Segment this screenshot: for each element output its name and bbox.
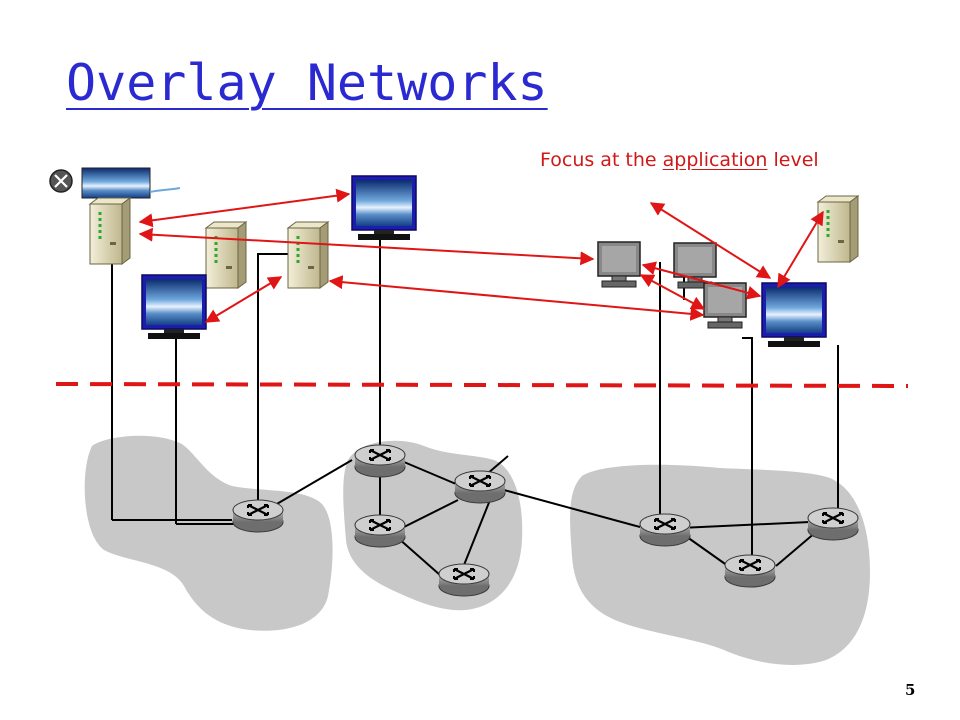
router-icon bbox=[638, 512, 692, 548]
overlay-arrow bbox=[138, 227, 595, 266]
dashed-boundary-line bbox=[55, 382, 909, 388]
overlay-arrow bbox=[328, 275, 705, 321]
router-icon bbox=[353, 443, 407, 479]
desktop-pc-icon bbox=[597, 241, 641, 288]
monitor-icon bbox=[761, 282, 827, 348]
page-number: 5 bbox=[905, 681, 916, 699]
router-icon bbox=[437, 562, 491, 598]
router-icon bbox=[453, 469, 507, 505]
overlay-arrow bbox=[649, 202, 772, 279]
overlay-arrow bbox=[204, 276, 283, 323]
router-icon bbox=[353, 513, 407, 549]
overlay-links bbox=[138, 188, 824, 323]
overlay-arrow bbox=[777, 210, 824, 289]
server-tower-icon bbox=[204, 220, 248, 290]
server-tower-icon bbox=[816, 194, 860, 264]
monitor-icon bbox=[141, 274, 207, 340]
router-icon bbox=[723, 553, 777, 589]
server-tower-icon bbox=[88, 196, 132, 266]
subtitle-prefix: Focus at the bbox=[540, 149, 663, 171]
laptop-icon bbox=[49, 167, 181, 199]
monitor-icon bbox=[351, 175, 417, 241]
overlay-arrow bbox=[138, 188, 351, 228]
network-cloud-right bbox=[570, 464, 870, 665]
server-tower-icon bbox=[286, 220, 330, 290]
page-title: Overlay Networks bbox=[66, 54, 548, 112]
router-icon bbox=[231, 498, 285, 534]
subtitle: Focus at the application level bbox=[540, 149, 819, 171]
overlay-arrow bbox=[639, 274, 706, 310]
router-icon bbox=[806, 506, 860, 542]
desktop-pc-icon bbox=[673, 242, 717, 289]
subtitle-emphasis: application bbox=[662, 149, 768, 171]
subtitle-suffix: level bbox=[767, 149, 819, 171]
network-cloud-left bbox=[84, 435, 333, 631]
